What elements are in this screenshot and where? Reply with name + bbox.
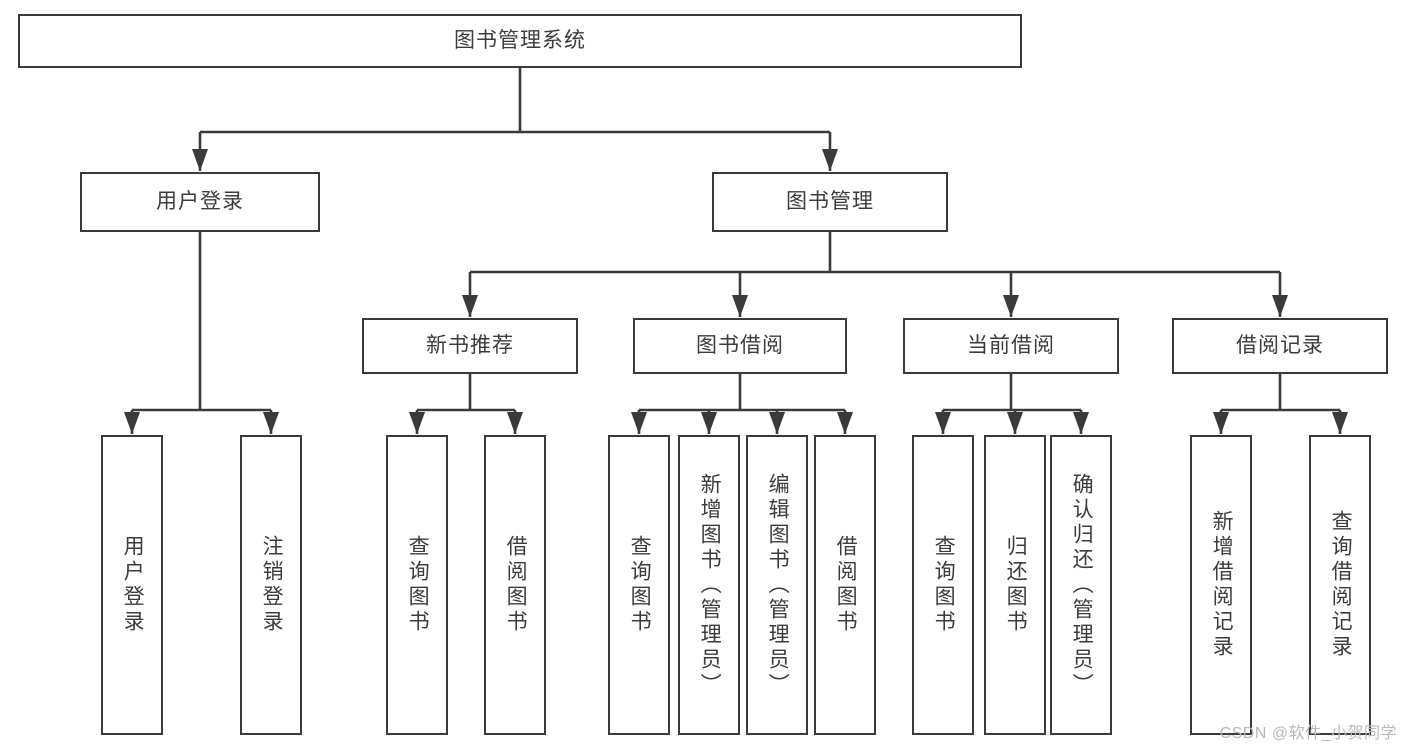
connector-arrowhead <box>769 412 785 434</box>
connector-arrowhead <box>409 412 425 434</box>
node-label: 借阅记录 <box>1236 334 1324 358</box>
node-leaf-nb-borrow[interactable]: 借阅图书 <box>484 435 546 735</box>
connector-arrowhead <box>1007 412 1023 434</box>
connector-arrowhead <box>1073 412 1089 434</box>
node-label: 用户登录 <box>156 190 244 214</box>
node-label: 图书管理 <box>786 190 874 214</box>
node-leaf-rc-add[interactable]: 新增借阅记录 <box>1190 435 1252 735</box>
connector-arrowhead <box>935 412 951 434</box>
node-leaf-cu-return[interactable]: 归还图书 <box>984 435 1046 735</box>
node-leaf-cu-query[interactable]: 查询图书 <box>912 435 974 735</box>
connector-arrowhead <box>631 412 647 434</box>
node-label: 查询借阅记录 <box>1329 510 1353 660</box>
connector-arrowhead <box>124 412 140 434</box>
connector-arrowhead <box>1332 412 1348 434</box>
node-label: 借阅图书 <box>504 535 528 635</box>
node-label: 查询图书 <box>932 535 956 635</box>
node-label: 新书推荐 <box>426 334 514 358</box>
connector-arrowhead <box>732 295 748 317</box>
node-label: 确认归还（管理员） <box>1070 472 1094 698</box>
connector-arrowhead <box>192 149 208 171</box>
connector-arrowhead <box>701 412 717 434</box>
node-label: 归还图书 <box>1004 535 1028 635</box>
connector-arrowhead <box>822 149 838 171</box>
node-leaf-logout[interactable]: 注销登录 <box>240 435 302 735</box>
connector-arrowhead <box>263 412 279 434</box>
node-label: 新增借阅记录 <box>1210 510 1234 660</box>
node-leaf-nb-query[interactable]: 查询图书 <box>386 435 448 735</box>
node-label: 新增图书（管理员） <box>698 472 722 698</box>
node-login[interactable]: 用户登录 <box>80 172 320 232</box>
connector-arrowhead <box>1003 295 1019 317</box>
node-label: 查询图书 <box>628 535 652 635</box>
watermark-label: CSDN @软件_小贺同学 <box>1219 725 1397 742</box>
node-label: 查询图书 <box>406 535 430 635</box>
node-records[interactable]: 借阅记录 <box>1172 318 1388 374</box>
node-root[interactable]: 图书管理系统 <box>18 14 1022 68</box>
node-leaf-bw-query[interactable]: 查询图书 <box>608 435 670 735</box>
node-label: 图书借阅 <box>696 334 784 358</box>
node-newbook[interactable]: 新书推荐 <box>362 318 578 374</box>
node-label: 注销登录 <box>260 535 284 635</box>
node-current[interactable]: 当前借阅 <box>903 318 1119 374</box>
connector-arrowhead <box>1213 412 1229 434</box>
node-label: 编辑图书（管理员） <box>766 472 790 698</box>
connector-arrowhead <box>837 412 853 434</box>
node-label: 当前借阅 <box>967 334 1055 358</box>
node-label: 借阅图书 <box>834 535 858 635</box>
node-leaf-login[interactable]: 用户登录 <box>101 435 163 735</box>
node-leaf-cu-confirm[interactable]: 确认归还（管理员） <box>1050 435 1112 735</box>
node-leaf-bw-add[interactable]: 新增图书（管理员） <box>678 435 740 735</box>
connector-arrowhead <box>507 412 523 434</box>
node-label: 图书管理系统 <box>454 29 586 53</box>
node-label: 用户登录 <box>121 535 145 635</box>
node-leaf-bw-edit[interactable]: 编辑图书（管理员） <box>746 435 808 735</box>
node-borrow[interactable]: 图书借阅 <box>633 318 847 374</box>
connector-arrowhead <box>462 295 478 317</box>
node-bookmgmt[interactable]: 图书管理 <box>712 172 948 232</box>
connector-arrowhead <box>1272 295 1288 317</box>
node-leaf-bw-borrow[interactable]: 借阅图书 <box>814 435 876 735</box>
node-leaf-rc-query[interactable]: 查询借阅记录 <box>1309 435 1371 735</box>
